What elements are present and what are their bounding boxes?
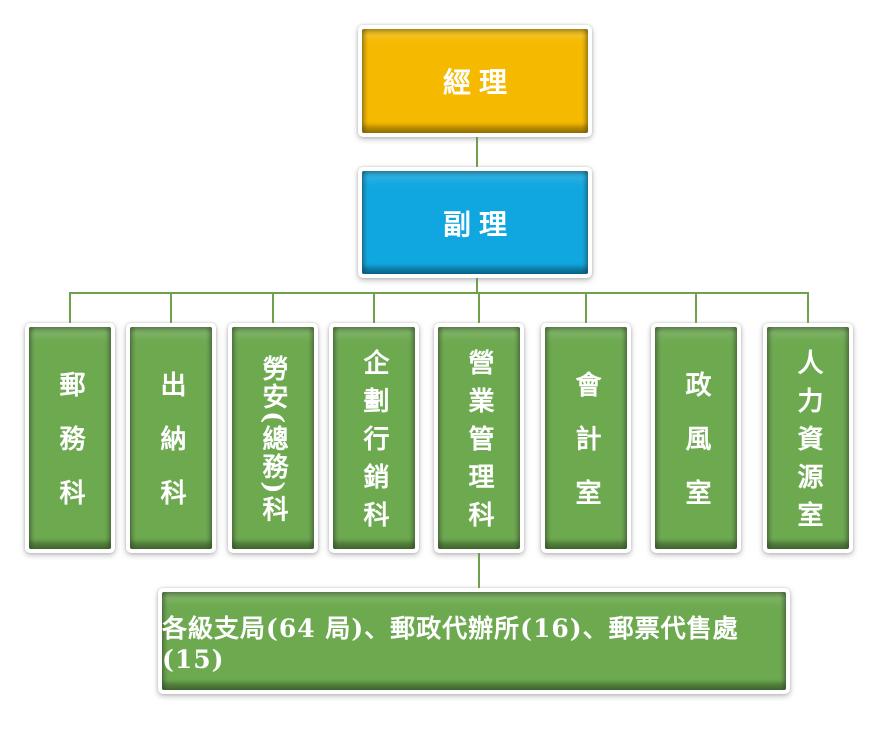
deputy-manager-box-fill: 副理	[362, 171, 588, 274]
connector-bus-line	[69, 292, 809, 294]
manager-label: 經理	[442, 66, 515, 99]
dept-box-planning-marketing: 企劃行銷科	[329, 323, 419, 553]
branch-offices-label: 各級支局(64 局)、郵政代辦所(16)、郵票代售處(15)	[162, 613, 739, 674]
dept-label-accounting: 會計室	[571, 371, 601, 533]
manager-box-fill: 經理	[362, 29, 588, 133]
connector-drop-planning-marketing	[373, 292, 375, 323]
connector-drop-mail-affairs	[69, 292, 71, 323]
dept-box-fill: 勞安(總務)科	[232, 327, 314, 549]
dept-box-fill: 政風室	[655, 327, 737, 549]
deputy-manager-box: 副理	[358, 167, 592, 278]
deputy-manager-label: 副理	[442, 207, 515, 241]
manager-box: 經理	[358, 25, 592, 137]
dept-label-ethics: 政風室	[681, 371, 711, 533]
connector-drop-cashier	[170, 292, 172, 323]
branch-offices-box-fill: 各級支局(64 局)、郵政代辦所(16)、郵票代售處(15)	[162, 592, 786, 690]
dept-label-mail-affairs: 郵務科	[55, 371, 85, 533]
dept-box-business-management: 營業管理科	[434, 323, 524, 553]
dept-box-fill: 郵務科	[29, 327, 111, 549]
dept-label-cashier: 出納科	[156, 371, 186, 533]
dept-box-accounting: 會計室	[541, 323, 631, 553]
dept-box-fill: 營業管理科	[438, 327, 520, 549]
connector-deputy-bus	[476, 278, 478, 293]
dept-box-fill: 企劃行銷科	[333, 327, 415, 549]
dept-label-human-resources: 人力資源室	[793, 349, 823, 539]
dept-box-mail-affairs: 郵務科	[25, 323, 115, 553]
connector-drop-ethics	[695, 292, 697, 323]
dept-box-fill: 會計室	[545, 327, 627, 549]
connector-manager-deputy	[476, 137, 478, 167]
branch-offices-box: 各級支局(64 局)、郵政代辦所(16)、郵票代售處(15)	[158, 588, 790, 694]
dept-box-labor-safety-general-affairs: 勞安(總務)科	[228, 323, 318, 553]
connector-drop-accounting	[585, 292, 587, 323]
connector-drop-human-resources	[807, 292, 809, 323]
dept-box-fill: 人力資源室	[767, 327, 849, 549]
dept-box-human-resources: 人力資源室	[763, 323, 853, 553]
dept-box-fill: 出納科	[130, 327, 212, 549]
dept-label-business-management: 營業管理科	[464, 349, 494, 539]
dept-label-planning-marketing: 企劃行銷科	[359, 349, 389, 539]
connector-drop-business-management	[478, 292, 480, 323]
dept-box-cashier: 出納科	[126, 323, 216, 553]
dept-box-ethics: 政風室	[651, 323, 741, 553]
dept-label-labor-safety-general-affairs: 勞安(總務)科	[258, 354, 288, 524]
connector-business-branch-offices	[478, 553, 480, 588]
connector-drop-labor-safety	[272, 292, 274, 323]
